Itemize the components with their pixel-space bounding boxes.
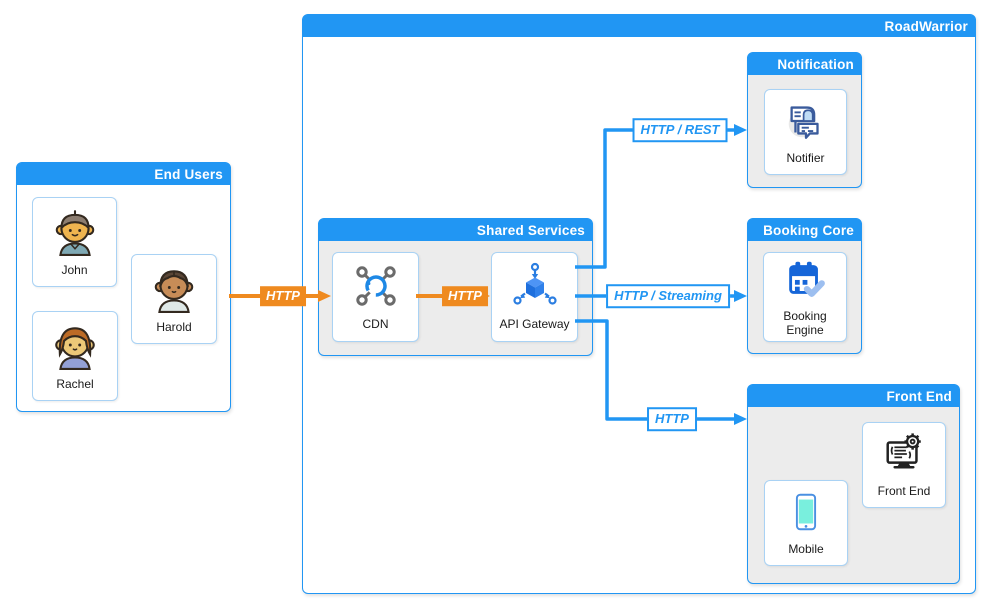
group-front-end[interactable]: Front End [747,384,960,584]
group-notification-title: Notification [777,56,854,72]
node-label: Booking Engine [783,309,827,337]
mobile-phone-icon [783,489,829,540]
edge-label-http-cdn: HTTP [442,286,488,306]
cdn-network-icon [352,262,400,315]
edge-label-http-endusers: HTTP [260,286,306,306]
container-roadwarrior-header: RoadWarrior [303,15,975,37]
node-front-end[interactable]: Front End [862,422,946,508]
notifier-mailbox-icon [783,98,829,149]
group-end-users[interactable]: End Users John [16,162,231,412]
member-harold[interactable]: Harold [131,254,217,344]
group-booking-core-header: Booking Core [748,219,861,241]
node-label: Notifier [786,151,825,166]
node-notifier[interactable]: Notifier [764,89,847,175]
member-john[interactable]: John [32,197,117,287]
node-label: CDN [362,317,389,332]
booking-calendar-icon [782,256,828,307]
group-end-users-header: End Users [17,163,230,185]
api-gateway-cube-icon [511,262,559,315]
edge-label-http-streaming: HTTP / Streaming [606,284,730,308]
node-label: Front End [877,484,931,499]
edge-label-http-rest: HTTP / REST [632,118,728,142]
edge-label-http-frontend: HTTP [647,407,697,431]
group-end-users-title: End Users [154,166,223,182]
group-booking-core[interactable]: Booking Core Booking Engine [747,218,862,354]
member-label: John [61,263,88,278]
node-mobile[interactable]: Mobile [764,480,848,566]
person-avatar-icon [149,263,199,318]
member-label: Harold [156,320,192,335]
member-label: Rachel [56,377,94,392]
member-rachel[interactable]: Rachel [32,311,118,401]
node-booking-engine[interactable]: Booking Engine [763,252,847,342]
person-avatar-icon [50,320,100,375]
node-label: Mobile [788,542,824,557]
group-notification[interactable]: Notification Notifier [747,52,862,188]
group-shared-services-title: Shared Services [476,222,585,238]
node-label: API Gateway [499,317,570,332]
frontend-monitor-gear-icon [881,431,927,482]
group-front-end-title: Front End [886,388,952,404]
group-shared-services-header: Shared Services [319,219,592,241]
group-booking-core-title: Booking Core [763,222,854,238]
container-roadwarrior-title: RoadWarrior [884,18,968,34]
group-front-end-header: Front End [748,385,959,407]
node-api-gateway[interactable]: API Gateway [491,252,578,342]
node-cdn[interactable]: CDN [332,252,419,342]
group-notification-header: Notification [748,53,861,75]
person-avatar-icon [50,206,100,261]
group-shared-services[interactable]: Shared Services CDN [318,218,593,356]
